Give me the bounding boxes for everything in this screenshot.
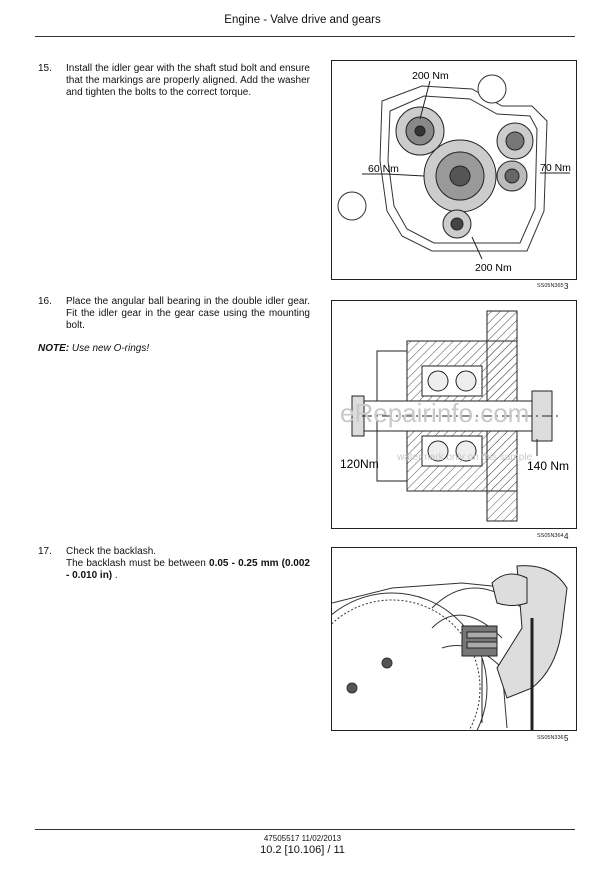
figure-4-idler-bearing: 120Nm 140 Nm [331,300,577,529]
torque-label-right: 140 Nm [527,459,569,473]
step-17: 17. Check the backlash. The backlash mus… [38,546,310,582]
figure-code: SS05N365 [537,283,564,289]
torque-label-right: 70 Nm [540,162,571,174]
step-text: Place the angular ball bearing in the do… [66,296,310,331]
watermark-sub: watermark only on this sample [397,452,533,463]
figure-number: 5 [564,734,569,743]
footer-rule [35,829,575,830]
step-number: 16. [38,296,52,307]
figure-code: SS05N336 [537,735,564,741]
step-text: Install the idler gear with the shaft st… [66,63,310,98]
step-text-line1: Check the backlash. [66,546,157,557]
torque-label-top: 200 Nm [412,70,449,82]
footer-doc-info: 47505517 11/02/2013 [263,834,342,843]
torque-label-left: 120Nm [340,457,379,471]
torque-label-left: 60 Nm [368,163,399,175]
note-label: NOTE: [38,343,70,354]
backlash-check-drawing [332,565,568,730]
figure-number: 4 [564,532,569,541]
watermark: eRepairinfo.com [340,398,530,428]
backlash-spec: 0.05 - 0.25 mm (0.002 - 0.010 in) [66,558,310,581]
figure-number: 3 [564,282,569,291]
torque-label-bottom: 200 Nm [475,262,512,274]
idler-bearing-drawing: 120Nm 140 Nm [340,310,569,522]
step-15: 15. Install the idler gear with the shaf… [38,63,310,99]
note-text: Use new O-rings! [69,343,150,354]
step-text-line2: The backlash must be between 0.05 - 0.25… [66,558,310,581]
page-header: Engine - Valve drive and gears [224,14,381,26]
gear-case-drawing: 200 Nm 60 Nm 70 Nm 200 Nm [337,70,571,274]
step-number: 15. [38,63,52,74]
figure-code: SS05N364 [537,533,564,539]
step-number: 17. [38,546,52,557]
step-16: 16. Place the angular ball bearing in th… [38,296,310,332]
figure-5-backlash-check [331,547,577,731]
header-rule [35,36,575,37]
figure-3-gear-case: 200 Nm 60 Nm 70 Nm 200 Nm [331,60,577,280]
footer-page-number: 10.2 [10.106] / 11 [260,844,345,856]
note: NOTE: Use new O-rings! [38,343,149,354]
